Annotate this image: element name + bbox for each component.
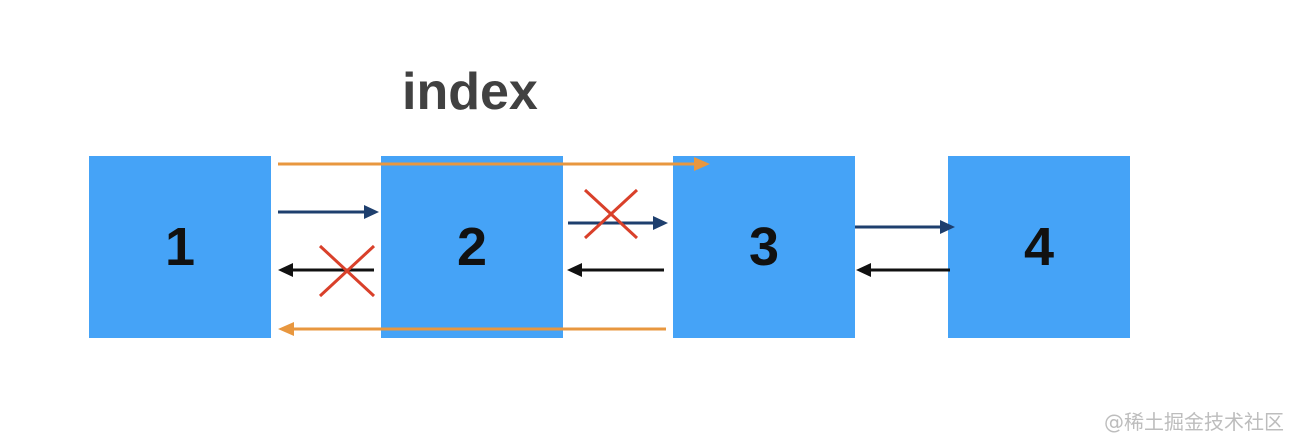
next-arrow-2-to-3 [568,216,668,230]
watermark: @稀土掘金技术社区 [1104,410,1284,434]
node-2: 2 [381,156,563,338]
node-1: 1 [89,156,271,338]
node-3: 3 [673,156,855,338]
next-arrow-3-to-4 [855,220,955,234]
index-label: index [402,63,538,121]
node-1-label: 1 [164,217,196,277]
prev-arrow-4-to-3 [856,263,950,277]
node-2-label: 2 [456,217,488,277]
node-4-label: 4 [1023,217,1055,277]
prev-arrow-3-to-2 [567,263,664,277]
next-arrow-1-to-2 [278,205,379,219]
node-4: 4 [948,156,1130,338]
cross-mark-prev-2-to-1 [318,244,376,298]
node-3-label: 3 [748,217,780,277]
cross-mark-next-2-to-3 [583,188,639,240]
prev-arrow-2-to-1 [278,263,374,277]
